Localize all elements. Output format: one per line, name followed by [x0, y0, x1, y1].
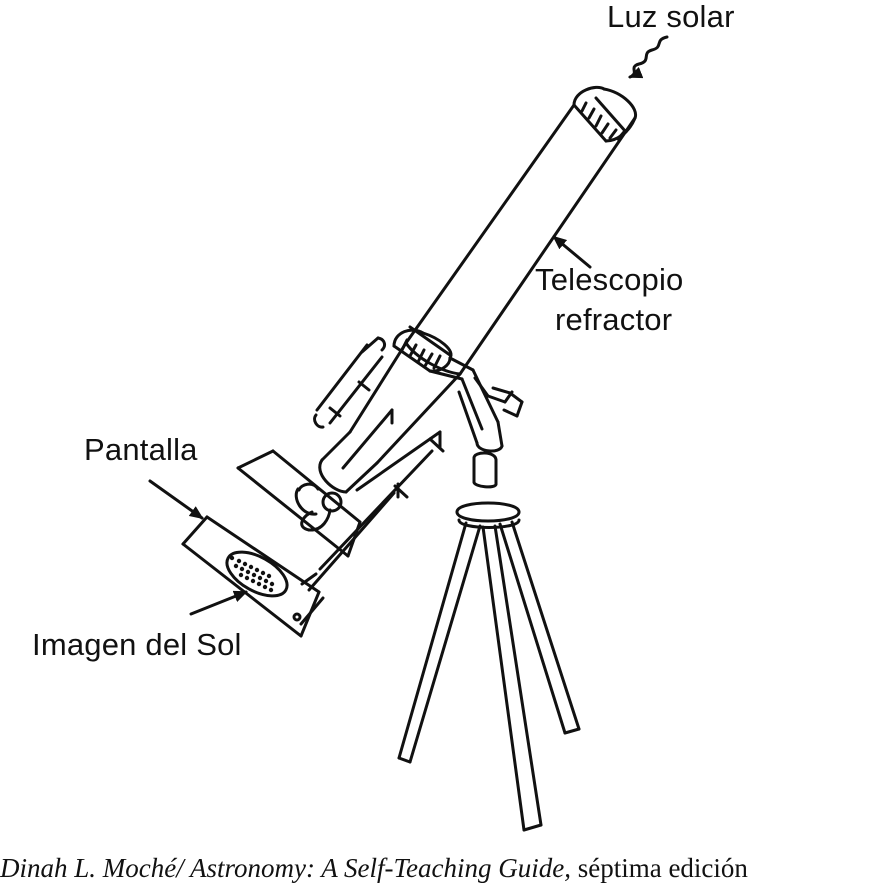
caption-plain-part: séptima edición — [570, 853, 748, 883]
sunlight-wavy-arrow — [628, 35, 669, 79]
telescope-label-line2: refractor — [555, 302, 673, 337]
sun-dots — [229, 555, 275, 593]
figure-caption: Dinah L. Moché/ Astronomy: A Self-Teachi… — [0, 850, 886, 886]
telescope-tube — [404, 103, 637, 376]
finder-scope — [313, 336, 387, 429]
upper-screen — [236, 449, 362, 558]
caption-italic-part: Dinah L. Moché/ Astronomy: A Self-Teachi… — [0, 853, 571, 883]
telescope-mount — [428, 356, 524, 489]
sun-image-label: Imagen del Sol — [32, 627, 242, 662]
telescope-label-line1: Telescopio — [535, 262, 684, 297]
sun-image-label-arrow — [189, 590, 248, 616]
projection-bracket — [299, 408, 445, 626]
sunlight-label: Luz solar — [607, 0, 735, 34]
tripod — [397, 501, 581, 832]
telescope-label-arrow — [552, 235, 592, 269]
screen-label-arrow — [148, 479, 204, 520]
telescope-end-cap — [572, 85, 638, 143]
pantalla-screen — [181, 515, 321, 638]
screen-label: Pantalla — [84, 432, 198, 467]
focus-ring — [392, 325, 453, 373]
